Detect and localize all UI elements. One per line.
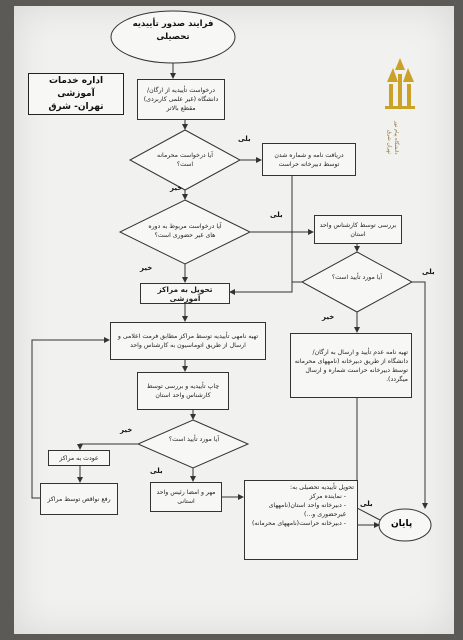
deliver-centers-box: تحویل به مراکز آموزشی xyxy=(140,283,230,304)
no-label: خیر xyxy=(120,426,133,434)
return-center-box: عودت به مراکز xyxy=(48,450,110,466)
yes-label: بلی xyxy=(238,135,251,143)
yes-label: بلی xyxy=(422,268,435,276)
yes-label: بلی xyxy=(270,211,283,219)
deliver-title: تحویل تأییدیه تحصیلی به: xyxy=(290,484,354,491)
yes-label: بلی xyxy=(150,467,163,475)
deliver-item: نماینده مرکز xyxy=(248,492,346,501)
not-approved-letter-box: تهیه نامه عدم تأیید و ارسال به ارگان/ دا… xyxy=(290,333,412,398)
deliver-item: دبیرخانه حراست(نامههای محرمانه) xyxy=(248,519,346,528)
decision-approval-2-text: آیا مورد تأیید است؟ xyxy=(168,436,220,443)
no-label: خیر xyxy=(170,184,183,192)
stamp-sign-box: مهر و امضا رئیس واحد استانی xyxy=(150,482,222,512)
organization-box: اداره خدمات آموزشی تهران- شرق xyxy=(28,73,124,115)
request-box: درخواست تأییدیه از ارگان/ دانشگاه (غیر ع… xyxy=(137,79,225,120)
decision-confidential-text: آیا درخواست محرمانه است؟ xyxy=(157,152,213,168)
logo-caption: دانشگاه پیام نور تهران شرق xyxy=(386,120,399,154)
no-label: خیر xyxy=(322,313,335,321)
university-logo-icon xyxy=(385,58,415,109)
receive-letter-box: دریافت نامه و شماره شدن توسط دبیرخانه حر… xyxy=(262,143,356,176)
decision-approval-1-diamond xyxy=(300,251,414,313)
end-label: پایان xyxy=(391,519,413,529)
deliver-list: نماینده مرکز دبیرخانه واحد استان(نامههای… xyxy=(248,492,354,528)
review-expert-box: بررسی توسط کارشناس واحد استان xyxy=(314,215,402,244)
decision-in-person-text: آیا درخواست مربوط به دوره های غیر حضوری … xyxy=(148,223,222,239)
start-title: فرایند صدور تأییدیه تحصیلی xyxy=(132,19,214,42)
prepare-letter-box: تهیه نامهی تأییدیه توسط مراکز مطابق فرمت… xyxy=(110,322,266,360)
decision-approval-1-text: آیا مورد تأیید است؟ xyxy=(331,274,383,281)
yes-label: بلی xyxy=(360,500,373,508)
print-review-box: چاپ تأییدیه و بررسی توسط کارشناس واحد اس… xyxy=(137,372,229,410)
fix-defects-box: رفع نواقص توسط مراکز xyxy=(40,483,118,515)
deliver-certificate-box: تحویل تأییدیه تحصیلی به: نماینده مرکز دب… xyxy=(244,480,358,560)
decision-approval-2-diamond xyxy=(136,419,250,469)
deliver-item: دبیرخانه واحد استان(نامههای غیرحضوری و..… xyxy=(248,501,346,519)
no-label: خیر xyxy=(140,264,153,272)
